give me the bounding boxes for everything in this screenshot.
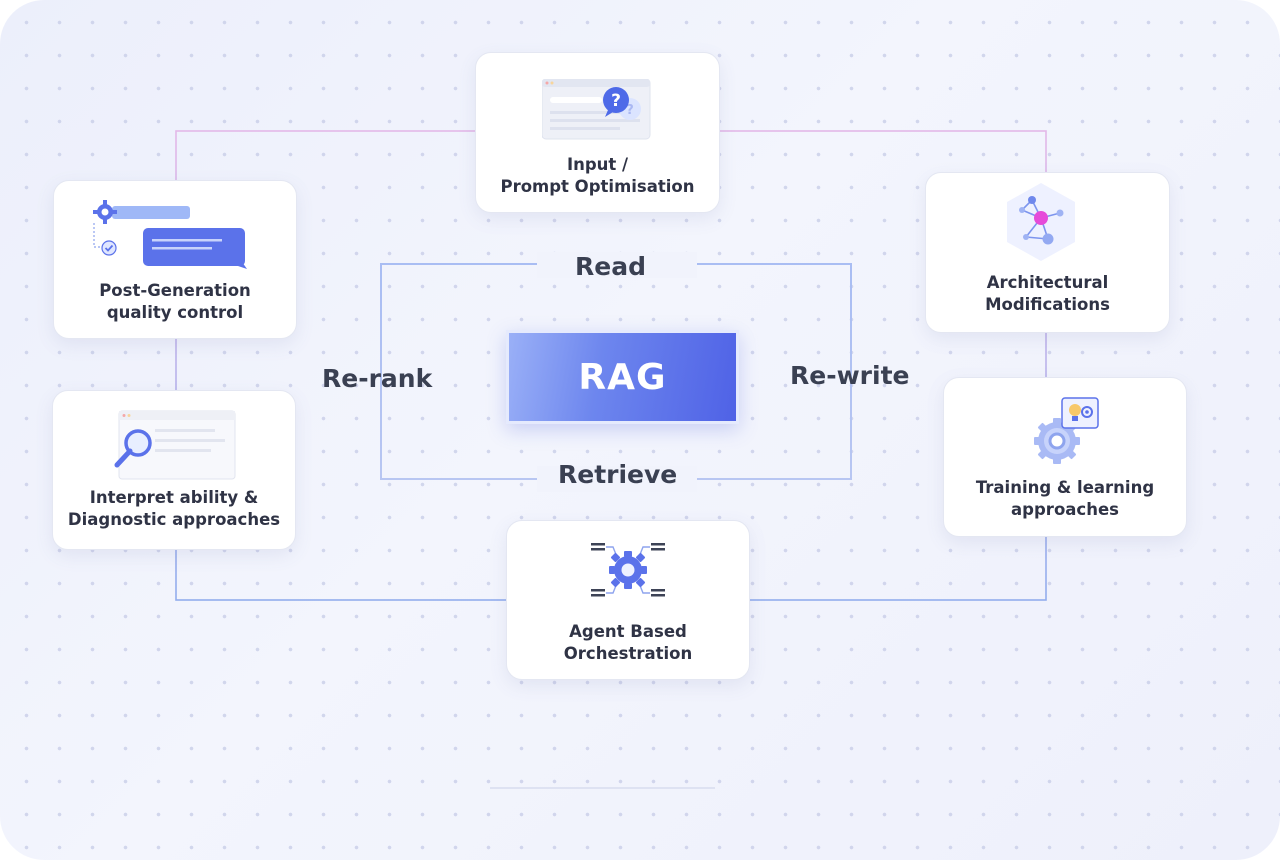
card-interpretability: Interpret ability & Diagnostic approache… [52, 390, 296, 550]
cycle-label-read: Read [575, 252, 646, 281]
svg-text:?: ? [611, 91, 621, 111]
magnifier-icon [114, 410, 236, 480]
card-architectural: Architectural Modifications [925, 172, 1170, 333]
svg-text:?: ? [626, 103, 634, 118]
card-post-generation-label: Post-Generation quality control [99, 281, 251, 322]
gear-lightbulb-icon [1034, 397, 1099, 464]
gear-servers-icon [591, 543, 665, 597]
rag-center-box: RAG [506, 330, 739, 424]
cycle-label-retrieve: Retrieve [558, 460, 678, 489]
cycle-label-rerank: Re-rank [322, 364, 433, 393]
gear-chat-check-icon [93, 200, 247, 269]
card-input-prompt-optimisation: ? ? Input / Prompt Optimisation [475, 52, 720, 213]
network-hexagon-icon [1007, 183, 1075, 261]
card-training: Training & learning approaches [943, 377, 1187, 537]
rag-label: RAG [578, 357, 667, 398]
question-bubble-icon: ? ? [542, 79, 651, 140]
read-gap [537, 252, 697, 278]
card-interpretability-label: Interpret ability & Diagnostic approache… [67, 488, 281, 529]
card-agent-orchestration: Agent Based Orchestration [506, 520, 750, 680]
retrieve-gap [537, 466, 697, 492]
cycle-label-rewrite: Re-write [790, 361, 910, 390]
card-training-label: Training & learning approaches [975, 478, 1155, 519]
card-input-label: Input / Prompt Optimisation [500, 155, 695, 196]
card-agent-label: Agent Based Orchestration [563, 622, 693, 663]
card-architectural-label: Architectural Modifications [985, 273, 1110, 314]
card-post-generation: Post-Generation quality control [53, 180, 297, 339]
